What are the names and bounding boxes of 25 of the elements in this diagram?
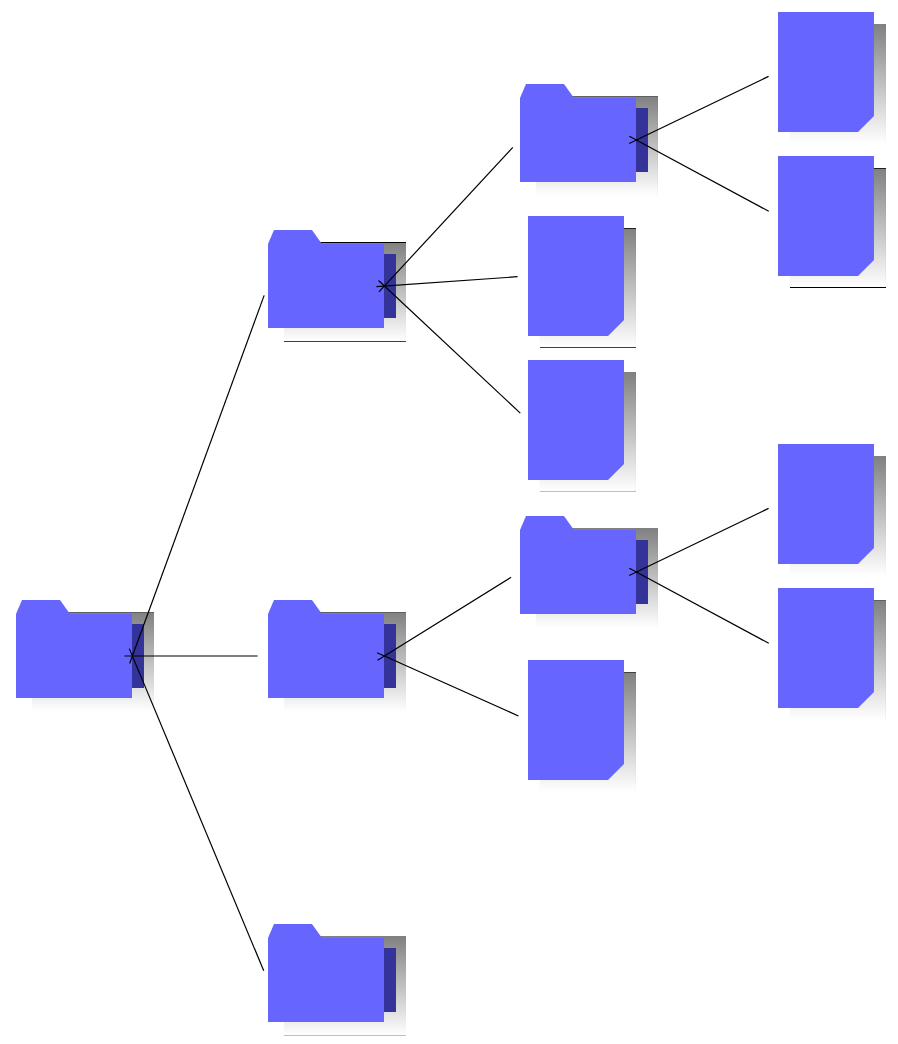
folder-icon: [268, 600, 406, 712]
connector-line: [377, 576, 512, 661]
connector-line: [129, 294, 265, 665]
connector-line: [628, 567, 770, 644]
connector-line: [376, 652, 520, 717]
connector-line: [377, 279, 521, 414]
connector-line: [128, 648, 265, 972]
document-icon: [528, 360, 636, 492]
folder-icon: [520, 516, 658, 628]
connector-line: [628, 507, 770, 577]
folder-icon: [16, 600, 154, 712]
document-icon: [528, 660, 636, 792]
folder-icon: [268, 230, 406, 342]
connector-line: [123, 655, 259, 657]
document-icon: [778, 588, 886, 720]
connector-line: [375, 276, 519, 288]
folder-icon: [520, 84, 658, 196]
connector-line: [628, 75, 770, 145]
connector-line: [628, 135, 770, 212]
document-icon: [778, 12, 886, 144]
connector-line: [378, 146, 514, 293]
folder-icon: [268, 924, 406, 1036]
document-icon: [778, 444, 886, 576]
document-icon: [528, 216, 636, 348]
document-icon: [778, 156, 886, 288]
